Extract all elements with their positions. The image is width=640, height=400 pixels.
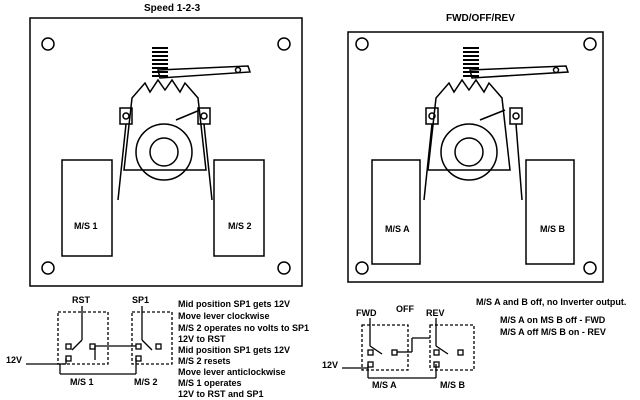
note-line: Move lever anticlockwise — [178, 367, 286, 377]
circuit-switch-b: M/S B — [440, 380, 466, 390]
direction-circuit — [342, 318, 475, 379]
micro-switch-a — [371, 159, 421, 265]
lever-pivot — [552, 66, 560, 74]
switch-label-1: M/S 1 — [74, 221, 98, 231]
note-line: Mid position SP1 gets 12V — [178, 299, 291, 309]
switch-label-b: M/S B — [540, 224, 566, 234]
speed-circuit — [26, 306, 173, 375]
spring — [463, 47, 479, 77]
note-line: 12V to RST and SP1 — [178, 389, 264, 399]
mounting-hole — [583, 37, 597, 51]
roller-arm-right — [509, 107, 523, 125]
supply-12v: 12V — [6, 355, 23, 365]
direction-plate — [347, 31, 604, 283]
switch-housing-a — [361, 324, 409, 371]
supply-12v: 12V — [322, 360, 339, 370]
switch-label-2: M/S 2 — [228, 221, 252, 231]
cam-hub — [440, 123, 498, 181]
cam-pointer — [479, 109, 506, 121]
mounting-hole — [277, 261, 291, 275]
cam — [123, 78, 207, 171]
switch-housing-b — [429, 324, 475, 371]
mounting-hole — [355, 261, 369, 275]
cam-shaft — [149, 137, 179, 167]
mounting-hole — [277, 37, 291, 51]
spring — [152, 47, 168, 77]
terminal-fwd: FWD — [356, 308, 377, 318]
note-line: Mid position SP1 gets 12V — [178, 345, 291, 355]
mounting-hole — [41, 37, 55, 51]
mounting-hole — [583, 261, 597, 275]
micro-switch-b — [525, 159, 575, 265]
note-line: M/S 2 resets — [178, 356, 231, 366]
roller-arm-left — [425, 107, 439, 125]
terminal-off: OFF — [396, 304, 414, 314]
switch-housing-2 — [131, 311, 173, 365]
note-line: M/S 2 operates no volts to SP1 — [178, 323, 310, 333]
lever-arm — [157, 65, 252, 79]
circuit-switch-a: M/S A — [372, 380, 397, 390]
plate-outline — [29, 17, 303, 287]
mounting-hole — [355, 37, 369, 51]
terminal-rev: REV — [426, 308, 445, 318]
lever-pivot — [234, 66, 242, 74]
terminal-sp1: SP1 — [132, 295, 150, 305]
terminal-rst: RST — [72, 295, 90, 305]
speed-plate — [29, 17, 303, 287]
speed-title: Speed 1-2-3 — [144, 3, 201, 14]
lever-arm — [469, 65, 570, 79]
cam-pointer — [175, 109, 201, 121]
switch-label-a: M/S A — [385, 224, 410, 234]
note-line: M/S A and B off, no Inverter output. — [476, 297, 627, 307]
direction-title: FWD/OFF/REV — [446, 13, 515, 24]
switch-housing-1 — [57, 311, 109, 365]
plate-outline — [347, 31, 604, 283]
note-line: M/S A on MS B off - FWD — [500, 315, 606, 325]
mounting-hole — [41, 261, 55, 275]
cam-hub — [135, 123, 193, 181]
micro-switch-1 — [61, 159, 113, 257]
note-line: M/S A off M/S B on - REV — [500, 327, 606, 337]
cam-shaft — [454, 137, 484, 167]
micro-switch-2 — [213, 159, 265, 257]
note-line: 12V to RST — [178, 334, 226, 344]
note-line: Move lever clockwise — [178, 311, 270, 321]
circuit-switch-1: M/S 1 — [70, 377, 94, 387]
circuit-switch-2: M/S 2 — [134, 377, 158, 387]
note-line: M/S 1 operates — [178, 378, 242, 388]
cam — [427, 78, 511, 171]
